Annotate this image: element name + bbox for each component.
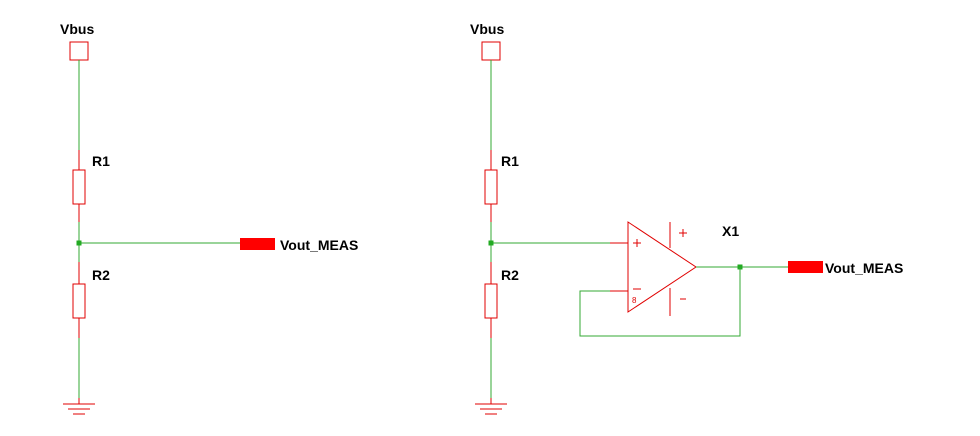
left-r1-label: R1 <box>92 153 110 169</box>
opamp-feedback-wire <box>579 267 741 337</box>
opamp-pin-marker: 8 <box>632 296 637 305</box>
left-output-port[interactable] <box>240 238 275 250</box>
left-r2-resistor[interactable] <box>72 283 86 319</box>
right-r2-resistor[interactable] <box>484 283 498 319</box>
right-ground-symbol <box>475 398 507 415</box>
right-output-label: Vout_MEAS <box>825 260 903 276</box>
right-r1-label: R1 <box>501 153 519 169</box>
right-r2-label: R2 <box>501 267 519 283</box>
right-vbus-terminal[interactable] <box>481 41 501 61</box>
left-r1-resistor[interactable] <box>72 169 86 205</box>
opamp-x1[interactable]: 8 <box>610 221 697 316</box>
left-circuit: Vbus R1 R2 Vout_MEAS <box>60 21 358 415</box>
left-ground-symbol <box>63 398 95 415</box>
right-circuit: Vbus R1 R2 8 <box>470 21 903 415</box>
opamp-triangle <box>627 221 697 313</box>
right-output-port[interactable] <box>788 261 823 273</box>
right-junction-dot <box>488 240 494 246</box>
right-r1-resistor[interactable] <box>484 169 498 205</box>
left-r2-label: R2 <box>92 267 110 283</box>
opamp-x1-label: X1 <box>722 223 739 239</box>
left-output-label: Vout_MEAS <box>280 237 358 253</box>
left-vbus-terminal[interactable] <box>69 41 89 61</box>
left-junction-dot <box>76 240 82 246</box>
left-vbus-label: Vbus <box>60 21 94 37</box>
right-vbus-label: Vbus <box>470 21 504 37</box>
